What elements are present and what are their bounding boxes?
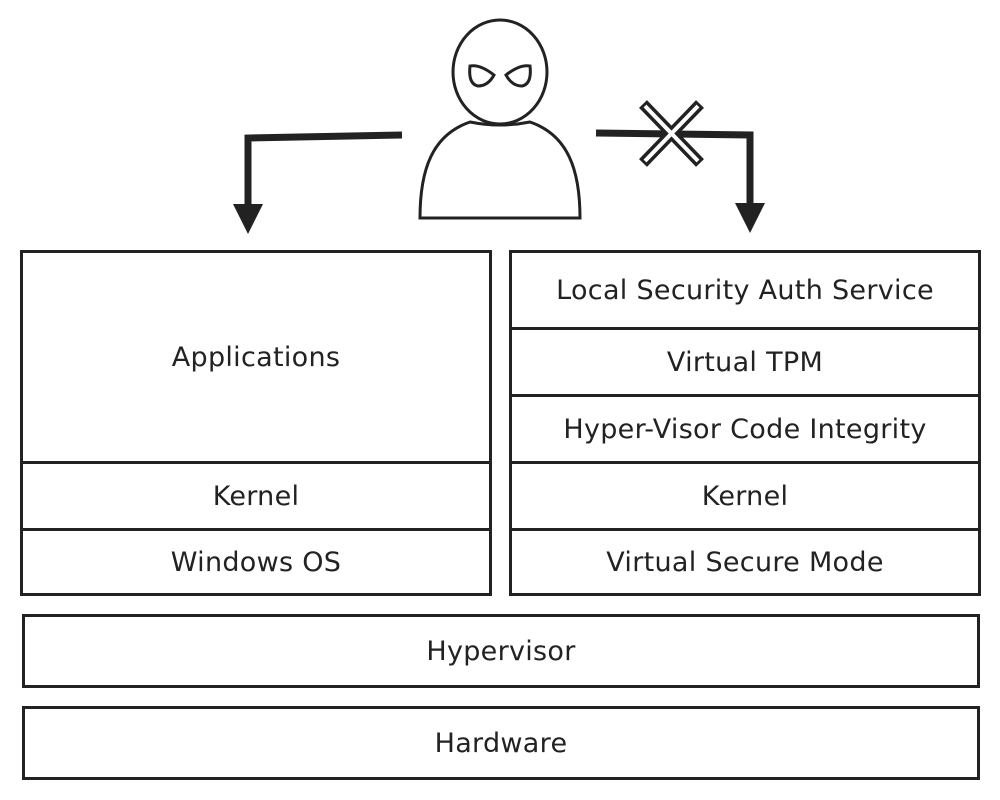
layer-kernel: Kernel [23, 461, 489, 528]
hardware-label: Hardware [434, 727, 568, 759]
diagram-graphics [233, 18, 765, 234]
layer-label: Kernel [212, 480, 300, 512]
windows-os-stack: Applications Kernel Windows OS [20, 250, 492, 596]
layer-label: Windows OS [170, 546, 342, 578]
layer-label: Kernel [701, 480, 789, 512]
layer-label: Applications [171, 341, 341, 373]
layer-windows-os: Windows OS [23, 528, 489, 593]
layer-hypervisor-code-integrity: Hyper-Visor Code Integrity [512, 394, 978, 461]
layer-label: Virtual TPM [666, 346, 824, 378]
layer-secure-kernel: Kernel [512, 461, 978, 528]
secure-stack: Local Security Auth Service Virtual TPM … [509, 250, 981, 596]
hypervisor-layer: Hypervisor [22, 614, 980, 688]
layer-applications: Applications [23, 253, 489, 461]
arrow-down-right-icon [595, 129, 765, 233]
hypervisor-label: Hypervisor [426, 635, 576, 667]
layer-virtual-secure-mode: Virtual Secure Mode [512, 528, 978, 593]
hardware-layer: Hardware [22, 706, 980, 780]
layer-local-security-auth-service: Local Security Auth Service [512, 253, 978, 327]
arrow-down-left-icon [233, 131, 403, 234]
layer-label: Local Security Auth Service [556, 274, 934, 306]
attacker-icon [418, 18, 582, 220]
layer-label: Virtual Secure Mode [606, 546, 884, 578]
layer-label: Hyper-Visor Code Integrity [563, 413, 927, 445]
layer-virtual-tpm: Virtual TPM [512, 327, 978, 394]
